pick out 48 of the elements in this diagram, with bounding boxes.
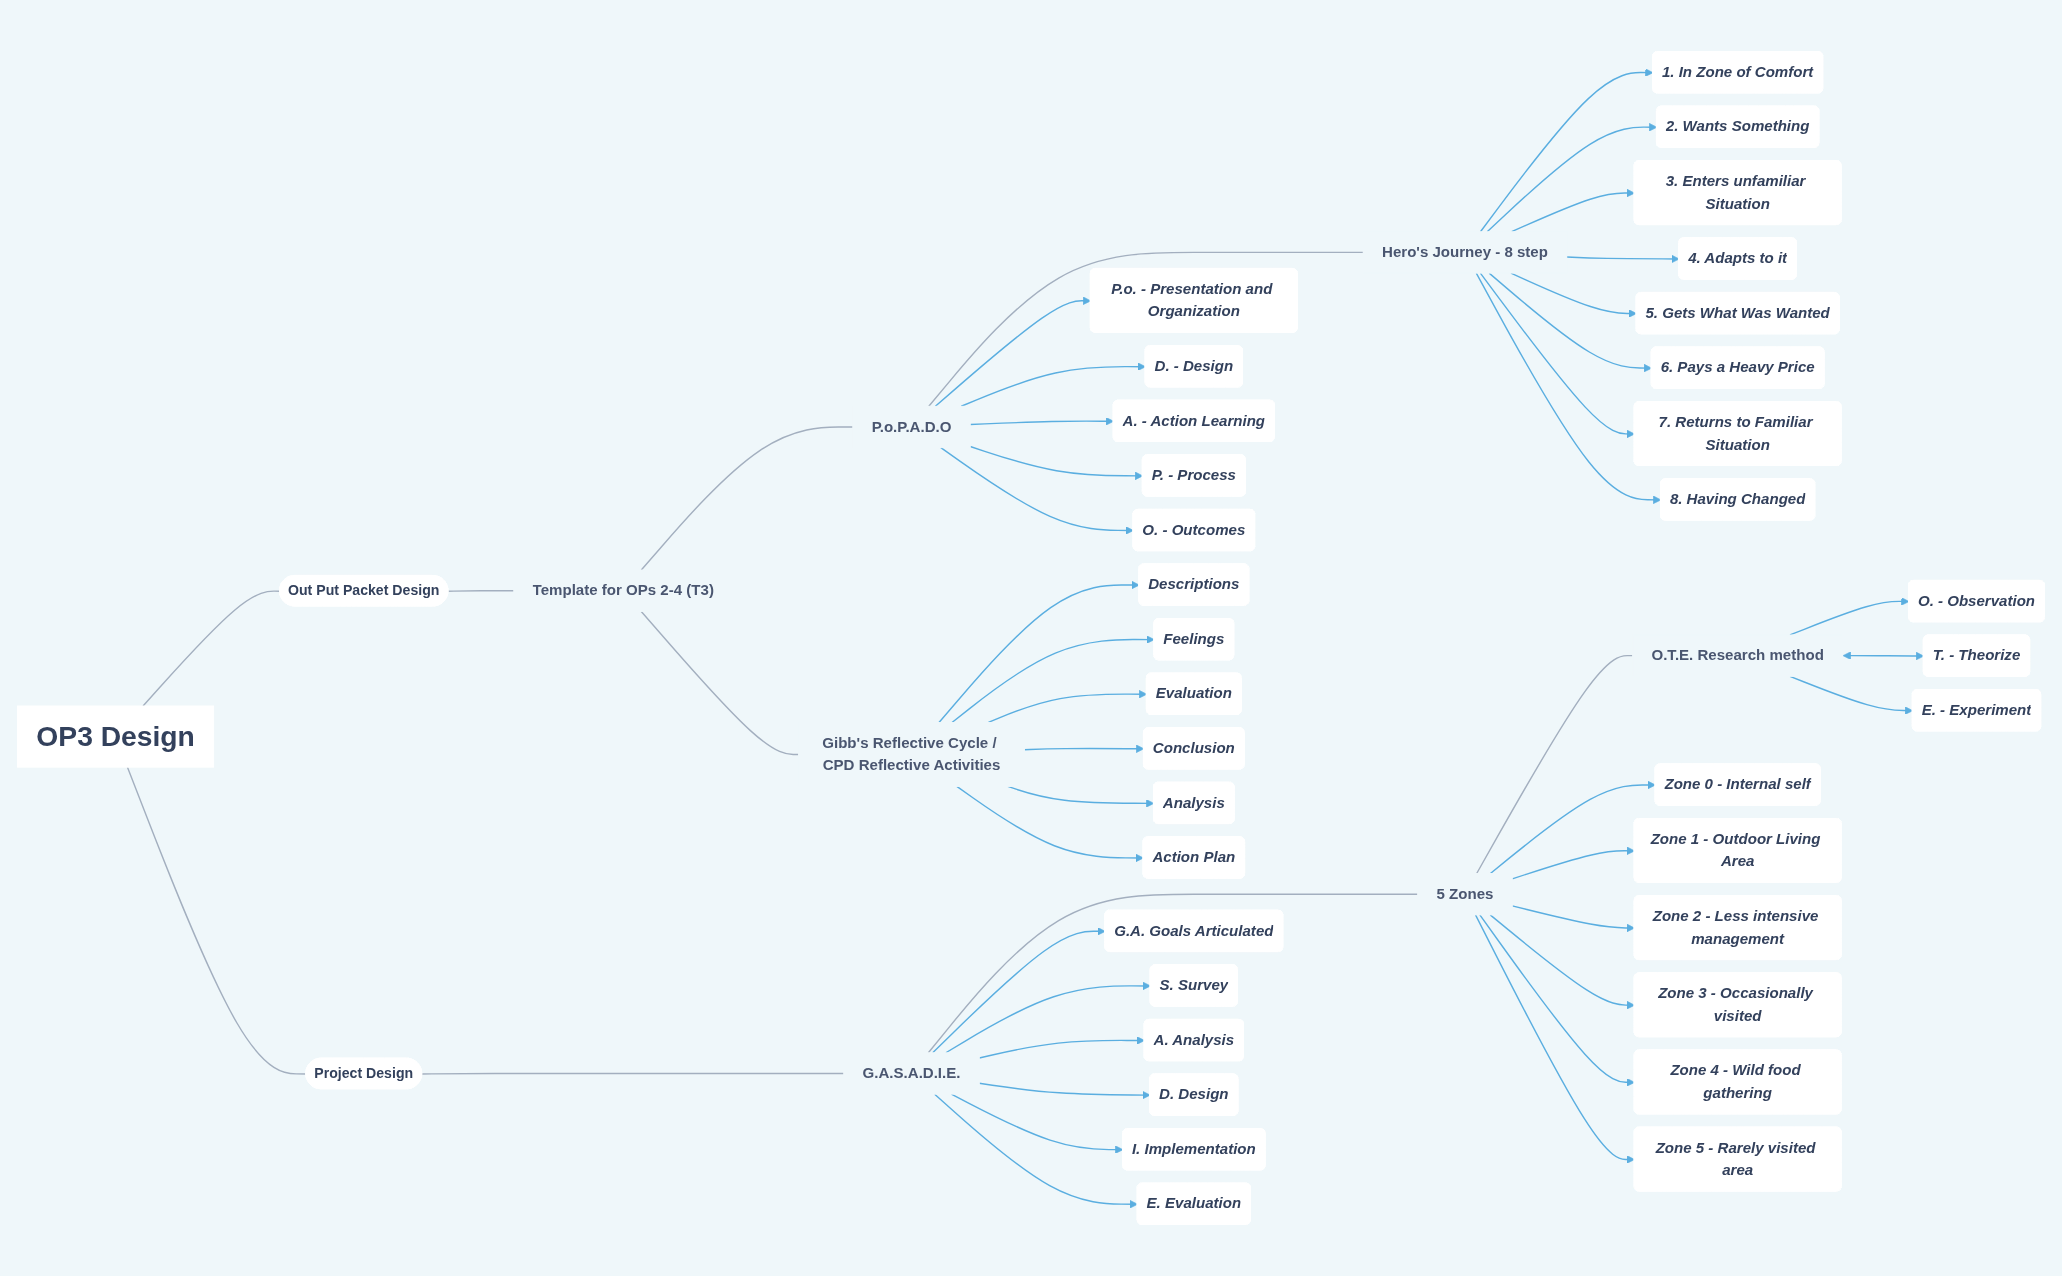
connector [126, 766, 307, 1075]
connector [927, 893, 1419, 1054]
arrow [1479, 272, 1635, 439]
arrow [934, 296, 1092, 407]
node-text: Template for OPs 2-4 (T3) [532, 582, 714, 599]
arrow [1511, 905, 1635, 933]
arrow [1486, 123, 1658, 233]
connector [640, 426, 854, 571]
connector [421, 1072, 845, 1075]
arrow [969, 417, 1114, 426]
arrow [1789, 675, 1914, 715]
arrow [1475, 272, 1662, 504]
arrow [1510, 272, 1637, 318]
arrow [1842, 651, 1925, 661]
arrow [1488, 272, 1653, 373]
connector [928, 251, 1364, 407]
node-text: Hero's Journey - 8 step [1382, 243, 1548, 260]
node-text: Gibb's Reflective Cycle / CPD Reflective Activities [822, 734, 1001, 774]
connector [640, 610, 800, 756]
arrow [1489, 914, 1635, 1010]
node-text: P.o.P.A.D.O [871, 418, 952, 435]
arrow [934, 1093, 1138, 1209]
arrow [978, 1036, 1145, 1059]
arrow [1511, 846, 1635, 880]
arrow [1566, 254, 1680, 264]
connector [142, 590, 281, 707]
arrow [940, 446, 1134, 535]
arrow [1479, 68, 1654, 233]
node-text: O.T.E. Research method [1651, 647, 1824, 664]
arrow [960, 362, 1146, 407]
arrow [1023, 744, 1145, 753]
arrow [1479, 914, 1635, 1087]
arrow [938, 580, 1140, 724]
arrow [987, 690, 1148, 724]
node-text: G.A.S.A.D.I.E. [862, 1064, 961, 1081]
node-box: OP3 Design [17, 705, 215, 768]
arrow [950, 1093, 1124, 1154]
connector [447, 590, 515, 592]
node-text: 5 Zones [1436, 885, 1494, 902]
arrow [1474, 914, 1635, 1164]
connector [1475, 654, 1634, 875]
arrow [969, 445, 1144, 480]
arrow [932, 927, 1106, 1054]
arrow [956, 785, 1144, 863]
arrow [951, 635, 1155, 724]
arrow [1489, 780, 1656, 875]
arrow [978, 1082, 1151, 1100]
arrow [945, 981, 1151, 1054]
